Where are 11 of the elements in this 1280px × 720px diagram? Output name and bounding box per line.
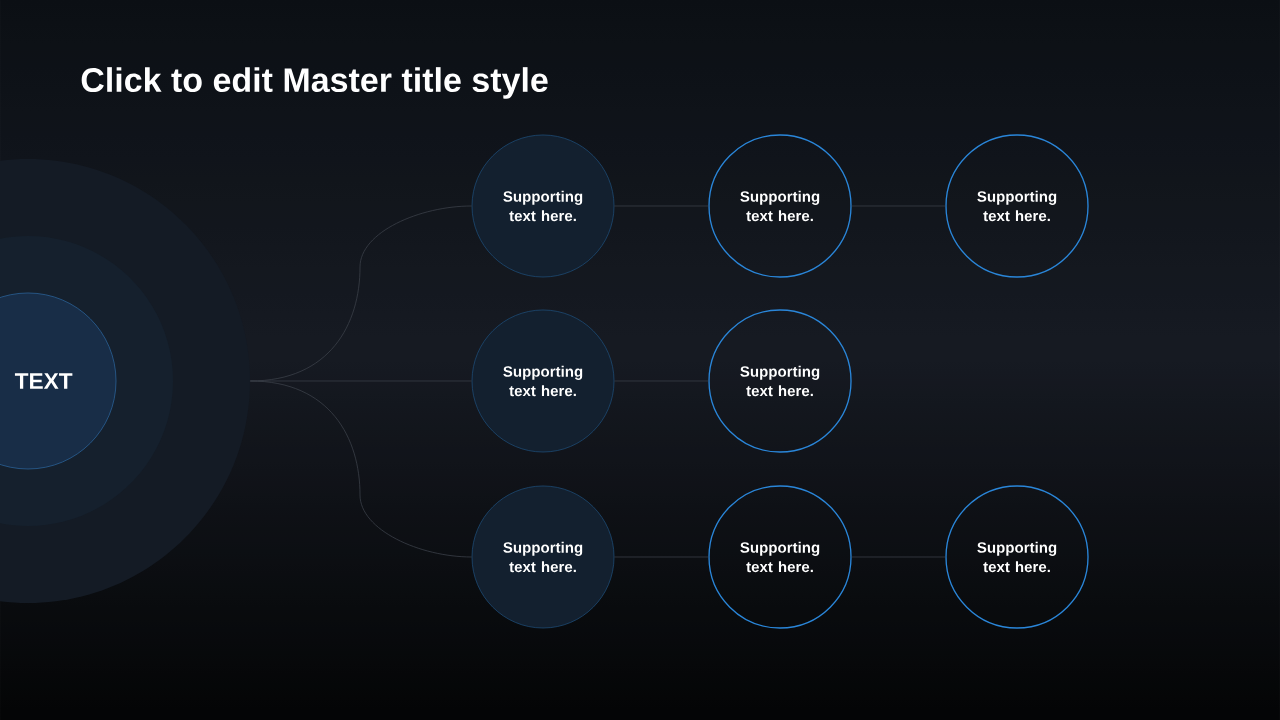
circle-node: Supporting text here. bbox=[945, 134, 1089, 278]
title: Click to edit Master title style bbox=[81, 67, 548, 99]
circle-node: Supporting text here. bbox=[471, 309, 615, 453]
circle-node: Supporting text here. bbox=[708, 309, 852, 453]
circle-node: Supporting text here. bbox=[471, 134, 615, 278]
circle-node: Supporting text here. bbox=[945, 485, 1089, 629]
circle-node: Supporting text here. bbox=[708, 134, 852, 278]
circle-node: Supporting text here. bbox=[471, 485, 615, 629]
circle-node: Supporting text here. bbox=[708, 485, 852, 629]
connector-line bbox=[249, 380, 472, 558]
concentric-circles: TEXT bbox=[0, 159, 250, 603]
